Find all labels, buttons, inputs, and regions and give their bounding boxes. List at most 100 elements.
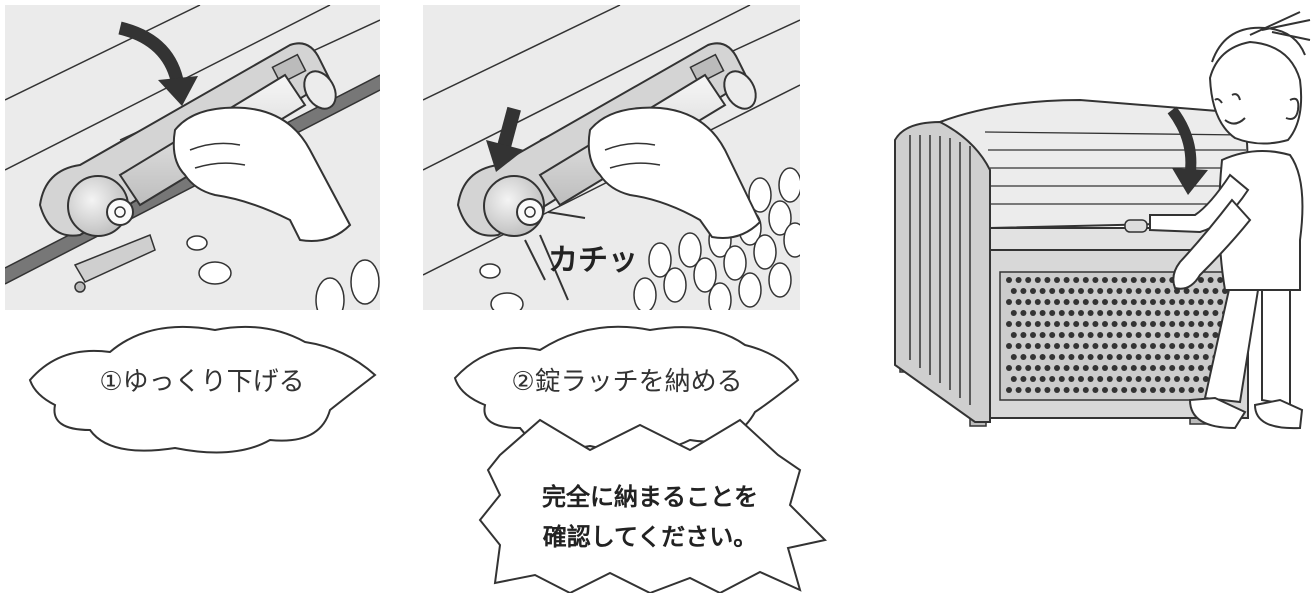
perforation-hole [1015,277,1022,283]
perforation-hole [1188,321,1195,327]
perforation-hole [1164,332,1171,338]
down-arrow-icon [486,106,524,172]
perforation-hole [1006,299,1012,305]
perforation-hole [1169,321,1176,327]
perforation-hole [1030,288,1036,294]
perforation-hole [1121,277,1128,283]
perforation-hole [1039,332,1046,338]
perforation-hole [1198,387,1204,393]
perforation-hole [1063,387,1070,393]
perforation-hole [1092,277,1099,283]
perforation-hole [1030,376,1036,382]
perforation-hole [1106,332,1113,338]
perforation-hole [1087,310,1094,316]
perforation-hole [1121,387,1128,393]
perforation-hole [1073,343,1080,349]
perforation-hole [1193,332,1200,338]
perforation-hole [1063,321,1070,327]
perforation-hole [1078,354,1084,360]
perforation-hole [1111,365,1118,371]
perforation-hole [1082,365,1089,371]
perforation-hole [1025,299,1032,305]
perforation-hole [1082,321,1089,327]
perforation-hole [1135,288,1142,294]
perforation-hole [1140,299,1147,305]
perforation-hole [1111,321,1118,327]
perforation-hole [1073,387,1080,393]
lock-latch-icon [483,175,545,237]
perforation-hole [1049,354,1056,360]
perforation-hole [1078,376,1084,382]
perforation-hole [1020,310,1027,316]
perforation-hole [1073,321,1080,327]
perforation-hole [1039,354,1046,360]
lock-latch-icon [67,175,134,237]
perforation-hole [1078,288,1084,294]
perforation-hole [1087,354,1094,360]
perforation-hole [1010,310,1017,316]
perforation-hole [1154,288,1161,294]
perforation-hole [1198,299,1204,305]
panel-1-closeup [5,5,380,310]
perforation-hole [1174,332,1180,338]
perforation-hole [1130,343,1137,349]
perforation-hole [1121,343,1128,349]
perforation-hole [1150,343,1156,349]
perforation-hole [1044,387,1051,393]
perforation-hole [1202,288,1209,294]
perforation-hole [1183,332,1190,338]
perforation-hole [1188,365,1195,371]
perforation-hole [1174,376,1180,382]
perforation-hole [1207,299,1214,305]
perforation-hole [1130,365,1137,371]
perforation-hole [1111,277,1118,283]
perforation-hole [1183,288,1190,294]
perforation-hole [1044,277,1051,283]
perforation-hole [1154,354,1161,360]
perforation-hole [1135,310,1142,316]
perforation-hole [1116,376,1123,382]
perforation-hole [1054,299,1060,305]
perforation-hole [1097,354,1104,360]
note-bubble [478,418,828,593]
perforation-hole [1092,343,1099,349]
perforation-hole [1087,376,1094,382]
perforation-hole [1015,387,1022,393]
perforation-hole [1207,321,1214,327]
perforation-hole [1025,277,1032,283]
perforation-hole [1169,387,1176,393]
perforation-hole [1063,343,1070,349]
perforation-hole [1130,321,1137,327]
perforation-hole [1010,376,1017,382]
perforation-hole [1102,299,1108,305]
perforation-hole [1068,310,1075,316]
perforation-hole [1054,365,1060,371]
perforation-hole [1073,365,1080,371]
perforation-hole [1102,365,1108,371]
perforation-hole [1150,277,1156,283]
perforation-hole [1025,321,1032,327]
perforation-hole [1178,365,1185,371]
perforation-hole [1097,310,1104,316]
down-arrow-icon [1167,106,1208,195]
perforation-hole [1078,310,1084,316]
perforation-hole [1193,376,1200,382]
perforation-hole [1030,354,1036,360]
perforation-hole [1102,387,1108,393]
perforation-hole [1150,321,1156,327]
perforation-hole [1025,365,1032,371]
perforation-hole [1025,387,1032,393]
perforation-hole [1010,332,1017,338]
storage-box-icon [894,98,1249,427]
perforation-hole [1068,332,1075,338]
perforation-hole [1082,299,1089,305]
perforation-hole [1116,354,1123,360]
perforation-hole [1154,376,1161,382]
perforation-hole [1169,365,1176,371]
perforation-hole [1058,376,1065,382]
perforation-hole [1212,310,1219,316]
perforation-hole [1174,354,1180,360]
perforation-hole [1058,310,1065,316]
perforation-hole [1010,288,1017,294]
